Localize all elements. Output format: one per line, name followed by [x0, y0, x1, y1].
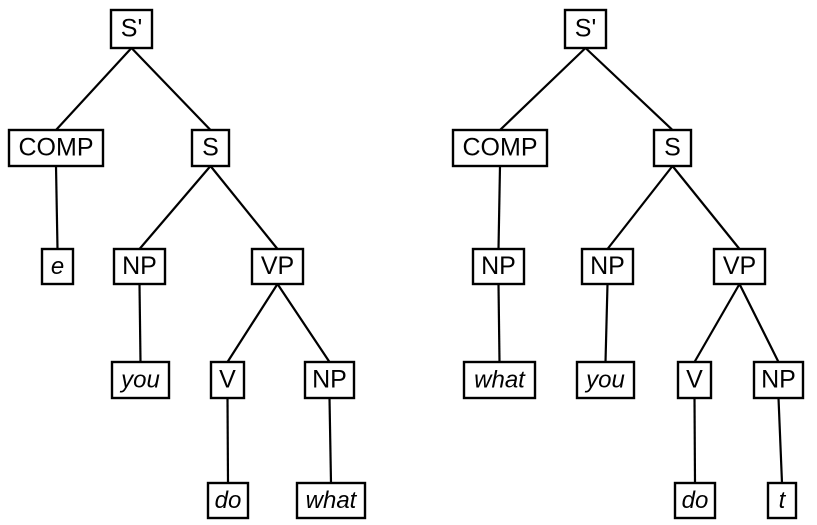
- node-label-R-NP2: NP: [761, 366, 796, 394]
- node-label-R-what: what: [474, 366, 526, 393]
- tree-edge-R-VP-to-R-NP2: [738, 283, 780, 363]
- tree-edge-R-NP1-to-R-you: [604, 283, 609, 363]
- tree-surface-structure-nodes: S' COMP S NP NP VP what you V NP do t: [451, 8, 805, 520]
- node-label-L-COMP: COMP: [19, 134, 94, 162]
- tree-node-L-V[interactable]: V: [209, 360, 246, 400]
- tree-edge-R-S-to-R-NP1: [606, 165, 674, 250]
- node-label-L-S: S: [202, 134, 219, 162]
- tree-node-R-S[interactable]: S: [652, 128, 693, 168]
- tree-node-R-Sbar[interactable]: S': [563, 8, 608, 50]
- tree-edge-L-Sbar-to-L-S: [130, 47, 212, 131]
- node-box-L-e: [40, 247, 75, 286]
- tree-node-L-you[interactable]: you: [110, 360, 171, 400]
- tree-node-R-VP[interactable]: VP: [712, 247, 767, 286]
- tree-edge-L-V-to-L-do: [226, 397, 230, 484]
- tree-edge-R-VP-to-R-V: [693, 283, 741, 363]
- node-box-L-NP1: [112, 247, 167, 286]
- node-label-L-you: you: [119, 366, 160, 393]
- tree-node-L-what[interactable]: what: [295, 481, 367, 520]
- tree-edge-R-V-to-R-do: [693, 397, 697, 484]
- node-box-R-V: [676, 360, 713, 400]
- node-box-L-what: [295, 481, 367, 520]
- node-box-R-NP2: [752, 360, 805, 400]
- node-box-L-S: [190, 128, 231, 168]
- tree-node-R-NP1[interactable]: NP: [580, 247, 635, 286]
- node-box-R-you: [575, 360, 636, 400]
- node-box-L-do: [206, 481, 250, 520]
- node-box-R-what: [462, 360, 537, 400]
- tree-edge-R-S-to-R-VP: [671, 165, 741, 250]
- node-label-R-COMP: COMP: [463, 134, 538, 162]
- node-box-R-VP: [712, 247, 767, 286]
- node-label-R-NP0: NP: [481, 252, 516, 280]
- tree-node-L-do[interactable]: do: [206, 481, 250, 520]
- tree-edge-L-VP-to-L-NP2: [276, 283, 331, 363]
- tree-deep-structure-edges: [54, 47, 333, 484]
- tree-node-L-S[interactable]: S: [190, 128, 231, 168]
- tree-node-L-NP1[interactable]: NP: [112, 247, 167, 286]
- node-box-L-V: [209, 360, 246, 400]
- tree-node-R-NP0[interactable]: NP: [471, 247, 526, 286]
- node-label-L-NP2: NP: [312, 366, 347, 394]
- tree-edge-R-NP2-to-R-t: [777, 397, 784, 484]
- node-label-R-S: S: [664, 134, 681, 162]
- tree-edge-L-VP-to-L-V: [226, 283, 279, 363]
- tree-node-R-do[interactable]: do: [673, 481, 717, 520]
- node-label-L-V: V: [219, 366, 236, 394]
- tree-edge-R-Sbar-to-R-COMP: [499, 47, 587, 131]
- tree-edge-R-COMP-to-R-NP0: [497, 165, 502, 250]
- tree-node-L-e[interactable]: e: [40, 247, 75, 286]
- node-box-L-NP2: [303, 360, 356, 400]
- node-label-R-do: do: [682, 487, 709, 514]
- node-label-L-NP1: NP: [122, 252, 157, 280]
- node-box-R-NP1: [580, 247, 635, 286]
- node-label-L-do: do: [215, 487, 242, 514]
- node-label-R-Sbar: S': [575, 15, 596, 43]
- tree-node-R-t[interactable]: t: [766, 481, 798, 520]
- node-label-L-e: e: [51, 253, 64, 280]
- node-box-R-NP0: [471, 247, 526, 286]
- tree-node-R-what[interactable]: what: [462, 360, 537, 400]
- edges-layer: [54, 47, 784, 484]
- node-box-R-t: [766, 481, 798, 520]
- tree-node-L-COMP[interactable]: COMP: [7, 128, 105, 168]
- node-label-L-Sbar: S': [121, 15, 142, 43]
- tree-edge-R-Sbar-to-R-S: [584, 47, 674, 131]
- tree-edge-R-NP0-to-R-what: [497, 283, 501, 363]
- node-label-L-VP: VP: [261, 252, 294, 280]
- node-label-R-NP1: NP: [590, 252, 625, 280]
- node-box-R-do: [673, 481, 717, 520]
- tree-edge-L-NP1-to-L-you: [138, 283, 142, 363]
- tree-edge-L-S-to-L-NP1: [138, 165, 212, 250]
- tree-node-R-NP2[interactable]: NP: [752, 360, 805, 400]
- tree-surface-structure-edges: [497, 47, 784, 484]
- node-box-L-Sbar: [109, 8, 154, 50]
- node-label-R-you: you: [584, 366, 625, 393]
- node-box-R-Sbar: [563, 8, 608, 50]
- tree-edge-L-COMP-to-L-e: [54, 165, 59, 250]
- node-box-R-S: [652, 128, 693, 168]
- tree-node-R-you[interactable]: you: [575, 360, 636, 400]
- node-box-R-COMP: [451, 128, 549, 168]
- tree-edge-L-NP2-to-L-what: [328, 397, 333, 484]
- tree-node-L-NP2[interactable]: NP: [303, 360, 356, 400]
- tree-edge-L-Sbar-to-L-COMP: [55, 47, 133, 131]
- node-box-L-VP: [250, 247, 305, 286]
- tree-edge-L-S-to-L-VP: [209, 165, 279, 250]
- node-label-R-VP: VP: [723, 252, 756, 280]
- node-box-L-you: [110, 360, 171, 400]
- node-label-L-what: what: [306, 487, 358, 514]
- tree-node-R-V[interactable]: V: [676, 360, 713, 400]
- tree-node-R-COMP[interactable]: COMP: [451, 128, 549, 168]
- tree-node-L-Sbar[interactable]: S': [109, 8, 154, 50]
- node-label-R-V: V: [686, 366, 703, 394]
- node-label-R-t: t: [779, 487, 787, 514]
- tree-node-L-VP[interactable]: VP: [250, 247, 305, 286]
- node-box-L-COMP: [7, 128, 105, 168]
